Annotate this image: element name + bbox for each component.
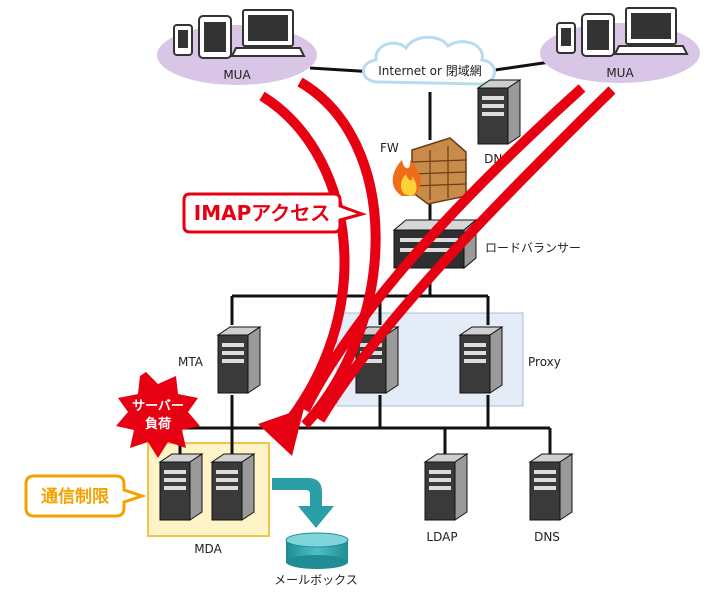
mailbox-label: メールボックス bbox=[274, 573, 358, 587]
server-load-line1: サーバー bbox=[132, 399, 184, 414]
rate-limit-callout: 通信制限 bbox=[24, 474, 147, 518]
teal-arrow-icon bbox=[272, 478, 334, 528]
mailbox: メールボックス bbox=[272, 478, 358, 587]
phone-icon bbox=[556, 22, 576, 54]
load-balancer-label: ロードバランサー bbox=[485, 241, 581, 255]
proxy-server-2: Proxy bbox=[458, 326, 561, 394]
tablet-icon bbox=[581, 13, 615, 57]
mda-label: MDA bbox=[194, 542, 222, 556]
laptop-icon bbox=[613, 7, 689, 55]
mda-server-2 bbox=[210, 453, 256, 521]
mta-label: MTA bbox=[178, 355, 204, 369]
dns-top-server: DNS bbox=[476, 79, 522, 166]
firewall: FW bbox=[380, 137, 467, 205]
imap-access-callout: IMAPアクセス bbox=[182, 192, 367, 234]
mua-right: MUA bbox=[540, 7, 700, 83]
internet-label: Internet or 閉域網 bbox=[378, 64, 482, 78]
imap-arrows bbox=[259, 77, 616, 429]
fw-label: FW bbox=[380, 141, 399, 155]
mda-server-1 bbox=[158, 453, 204, 521]
mua-left: MUA bbox=[157, 9, 317, 85]
ldap-label: LDAP bbox=[426, 530, 457, 544]
dns-bottom-label: DNS bbox=[534, 530, 560, 544]
database-icon bbox=[285, 532, 349, 569]
imap-access-label: IMAPアクセス bbox=[194, 201, 330, 225]
proxy-label: Proxy bbox=[528, 355, 561, 369]
ldap-server: LDAP bbox=[423, 453, 469, 544]
phone-icon bbox=[173, 24, 193, 56]
tablet-icon bbox=[198, 15, 232, 59]
mta-server: MTA bbox=[178, 326, 262, 394]
rate-limit-label: 通信制限 bbox=[41, 486, 109, 507]
laptop-icon bbox=[230, 9, 306, 57]
server-load-line2: 負荷 bbox=[145, 416, 171, 432]
mua-right-label: MUA bbox=[606, 66, 634, 80]
dns-bottom-server: DNS bbox=[528, 453, 574, 544]
imap-arrowhead bbox=[258, 408, 304, 456]
internet-cloud: Internet or 閉域網 bbox=[362, 35, 496, 86]
fire-icon bbox=[392, 160, 421, 196]
server-load-burst: サーバー 負荷 bbox=[116, 372, 200, 458]
mua-left-label: MUA bbox=[223, 68, 251, 82]
